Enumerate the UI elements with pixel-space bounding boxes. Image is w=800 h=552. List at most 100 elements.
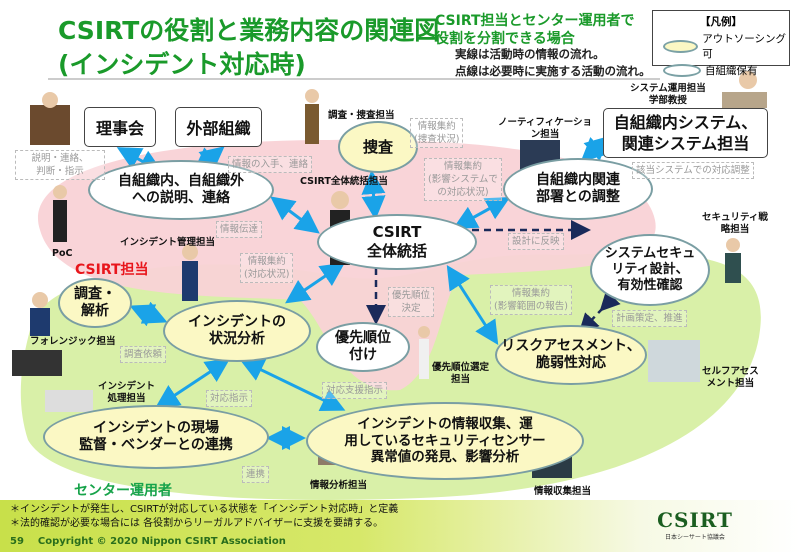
system-owner-line1: 自組織内システム、 xyxy=(613,113,758,132)
dotted-line-note: 点線は必要時に実施する活動の流れ。 xyxy=(455,64,651,78)
flow-text: (対応状況) xyxy=(244,269,290,280)
line-notes: 実線は活動時の情報の流れ。点線は必要時に実施する活動の流れ。 xyxy=(455,46,651,80)
yellow-swatch xyxy=(663,39,699,53)
role-incident-manager: インシデント管理担当 xyxy=(120,237,216,248)
explain-node: 自組織内、自組織外への説明、連絡 xyxy=(88,160,274,220)
copyright: 59 Copyright © 2020 Nippon CSIRT Associa… xyxy=(10,536,286,547)
status-line2: 状況分析 xyxy=(209,331,265,347)
role-priority-selector: 優先順位選定担当 xyxy=(432,362,489,386)
flow-plan: 計画策定、推進 xyxy=(612,310,687,327)
role-text: システム運用担当 xyxy=(630,83,706,94)
role-text: メント担当 xyxy=(706,378,755,389)
role-text: 略担当 xyxy=(720,224,750,235)
arrow-risk-csirt xyxy=(446,264,499,346)
flow-text: (捜査状況) xyxy=(414,134,460,145)
arrow-status-field xyxy=(154,358,231,409)
arrow-coordination-system xyxy=(580,135,610,163)
role-text: ン担当 xyxy=(530,129,560,140)
title-line1: CSIRTの役割と業務内容の関連図 xyxy=(58,16,440,45)
center-group-label: センター運用者 xyxy=(74,483,172,499)
flow-text: 情報集約 xyxy=(247,256,286,267)
flow-agg-scope: 情報集約 (影響範囲の報告) xyxy=(490,285,572,315)
system-owner-line2: 関連システム担当 xyxy=(621,134,750,153)
flow-agg-status: 情報集約 (対応状況) xyxy=(240,253,294,283)
priority-selector-illustration xyxy=(419,339,429,379)
role-text: 担当 xyxy=(451,374,471,385)
investigation-node: 捜査 xyxy=(338,121,418,173)
coordination-line1: 自組織内関連 xyxy=(536,171,620,188)
role-notification: ノーティフィケーション担当 xyxy=(498,117,592,141)
board-box: 理事会 xyxy=(84,107,156,147)
role-collector: 情報収集担当 xyxy=(534,486,592,497)
info-collection-node: インシデントの情報収集、運用しているセキュリティセンサー異常値の発見、影響分析 xyxy=(306,402,584,480)
professor-illustration xyxy=(722,92,767,108)
arrow-csirt-coordination xyxy=(452,197,511,229)
csirt-line1: CSIRT xyxy=(372,223,422,242)
logo-subtext: 日本シーサート協議会 xyxy=(665,534,725,541)
secdesign-line3: 有効性確認 xyxy=(617,278,683,294)
white-swatch xyxy=(663,64,701,77)
copyright-text: Copyright © 2020 Nippon CSIRT Associatio… xyxy=(37,536,286,547)
footnote-1: ＊インシデントが発生し、CSIRTが対応している状態を「インシデント対応時」と定… xyxy=(10,504,399,515)
arrow-status-collect xyxy=(239,359,346,411)
title-line2: (インシデント対応時) xyxy=(58,50,306,79)
role-text: 処理担当 xyxy=(107,393,146,404)
subtitle-line2: 役割を分割できる場合 xyxy=(435,31,575,47)
subtitle-line1: CSIRT担当とセンター運用者で xyxy=(435,13,635,29)
role-csirt-lead: CSIRT全体統括担当 xyxy=(300,176,388,187)
poc-illustration xyxy=(53,200,67,242)
role-text: インシデント xyxy=(98,381,156,392)
explain-line2: への説明、連絡 xyxy=(132,190,230,206)
role-self-assessment: セルフアセスメント担当 xyxy=(702,366,759,390)
secdesign-line2: リティ設計、 xyxy=(611,261,689,277)
role-text: 優先順位選定 xyxy=(432,362,490,373)
legend-title: 【凡例】 xyxy=(700,16,742,28)
priority-node: 優先順位付け xyxy=(316,322,410,372)
collect-line2: 用しているセキュリティセンサー xyxy=(344,432,546,449)
arrow-status-analysis xyxy=(129,301,168,327)
secdesign-line1: システムセキュ xyxy=(604,245,696,261)
security-strategy-illustration xyxy=(725,253,741,283)
legend-in-house-label: 自組織保有 xyxy=(705,65,758,77)
flow-priority-decide: 優先順位決定 xyxy=(388,287,435,317)
flow-text: の対応状況) xyxy=(437,187,489,198)
flow-text: 情報集約 xyxy=(417,121,456,132)
board-chair-illustration xyxy=(30,105,70,145)
logo-text: CSIRT xyxy=(657,508,733,532)
legend-outsourcable-label: アウトソーシング可 xyxy=(702,33,787,60)
risk-line2: 脆弱性対応 xyxy=(536,355,606,371)
flow-text: (影響システムで xyxy=(428,174,498,185)
risk-assessment-node: リスクアセスメント、脆弱性対応 xyxy=(495,325,647,385)
priority-line2: 付け xyxy=(349,347,377,363)
role-text: セキュリティ戦 xyxy=(702,212,768,223)
footer xyxy=(0,500,800,552)
role-text: セルフアセス xyxy=(702,366,759,377)
arrow-csirt-status xyxy=(285,262,345,304)
csirt-group-label: CSIRT担当 xyxy=(75,262,149,278)
investigator-illustration xyxy=(305,104,319,144)
flow-text: 情報集約 xyxy=(511,288,550,299)
field-line2: 監督・ベンダーとの連携 xyxy=(79,437,233,453)
field-vendor-node: インシデントの現場監督・ベンダーとの連携 xyxy=(43,405,269,469)
flow-cooperate: 連携 xyxy=(242,466,270,483)
role-security-strategy: セキュリティ戦略担当 xyxy=(702,212,768,236)
collect-line3: 異常値の発見、影響分析 xyxy=(370,449,520,466)
flow-text: (影響範囲の報告) xyxy=(494,301,568,312)
external-org-box: 外部組織 xyxy=(175,107,262,147)
coordination-node: 自組織内関連部署との調整 xyxy=(503,158,653,220)
arrow-explain-csirt xyxy=(270,196,320,234)
analysis-node: 調査・解析 xyxy=(58,278,132,328)
analysis-line1: 調査・ xyxy=(74,285,116,302)
forensic-illustration xyxy=(30,308,50,336)
role-text: ノーティフィケーショ xyxy=(498,117,593,128)
flow-info-transfer: 情報伝達 xyxy=(216,221,263,238)
flow-response-instruction: 対応指示 xyxy=(206,390,253,407)
page-title: CSIRTの役割と業務内容の関連図 (インシデント対応時) xyxy=(58,14,439,82)
legend: 【凡例】 アウトソーシング可 自組織保有 xyxy=(652,10,790,77)
flow-info-get: 情報の入手、連絡 xyxy=(228,156,313,173)
collect-line1: インシデントの情報収集、運 xyxy=(357,415,533,432)
analysis-line2: 解析 xyxy=(81,303,109,319)
handlers-illustration xyxy=(12,350,62,376)
system-owner-box: 自組織内システム、関連システム担当 xyxy=(603,108,768,158)
